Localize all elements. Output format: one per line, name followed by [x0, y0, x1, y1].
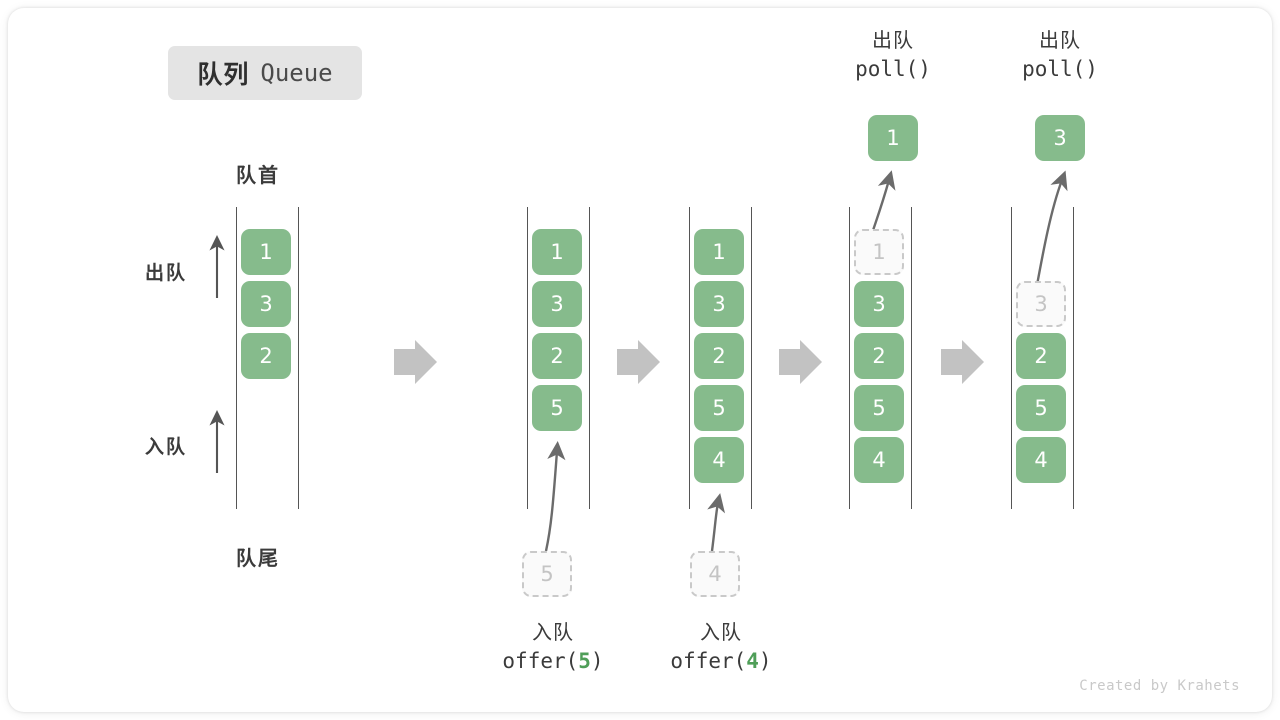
queue-cell-removed: 1	[854, 229, 904, 275]
dequeue-side-label: 出队	[145, 263, 188, 284]
queue-cell: 1	[241, 229, 291, 275]
queue-rail-right	[751, 207, 752, 509]
caption-code: poll()	[808, 55, 978, 84]
code-suffix: )	[918, 57, 931, 82]
code-suffix: )	[758, 649, 772, 674]
caption-offer-4: 入队 offer(4)	[636, 620, 806, 676]
queue-rail-left	[527, 207, 528, 509]
queue-rail-left	[1011, 207, 1012, 509]
queue-cell: 2	[532, 333, 582, 379]
code-prefix: offer(	[670, 649, 747, 674]
queue-cell: 5	[854, 385, 904, 431]
queue-tail-label: 队尾	[236, 548, 280, 570]
queue-cell: 1	[694, 229, 744, 275]
queue-column-poll-3: 3 2 5 4	[1011, 207, 1075, 509]
queue-rail-left	[849, 207, 850, 509]
queue-column-poll-1: 1 3 2 5 4	[849, 207, 913, 509]
caption-cn: 出队	[872, 30, 914, 52]
queue-cells: 1 3 2 5 4	[694, 229, 746, 489]
queue-cell: 5	[1016, 385, 1066, 431]
queue-cell: 2	[854, 333, 904, 379]
queue-cells: 1 3 2 5	[532, 229, 584, 437]
queue-cells: 3 2 5 4	[1016, 281, 1068, 489]
queue-cell: 4	[854, 437, 904, 483]
incoming-ghost-box: 5	[522, 551, 572, 597]
queue-cell: 2	[694, 333, 744, 379]
caption-code: offer(4)	[636, 647, 806, 676]
queue-cell: 3	[854, 281, 904, 327]
enqueue-side-label: 入队	[145, 437, 188, 458]
queue-cell: 5	[532, 385, 582, 431]
diagram-card	[8, 8, 1272, 712]
title-cn: 队列	[197, 61, 250, 89]
code-prefix: poll(	[1022, 57, 1086, 82]
caption-offer-5: 入队 offer(5)	[468, 620, 638, 676]
queue-cell: 4	[694, 437, 744, 483]
queue-rail-right	[589, 207, 590, 509]
queue-cell: 3	[694, 281, 744, 327]
queue-cell-removed: 3	[1016, 281, 1066, 327]
caption-poll-1: 出队 poll()	[808, 28, 978, 84]
code-arg: 4	[746, 649, 759, 674]
queue-cell: 2	[1016, 333, 1066, 379]
queue-cell: 5	[694, 385, 744, 431]
queue-cells: 1 3 2 5 4	[854, 229, 906, 489]
queue-cell: 2	[241, 333, 291, 379]
queue-cell: 3	[241, 281, 291, 327]
queue-cells: 1 3 2	[241, 229, 293, 385]
queue-head-label: 队首	[236, 165, 280, 187]
queue-rail-right	[1073, 207, 1074, 509]
caption-cn: 出队	[1039, 30, 1081, 52]
code-arg: 5	[578, 649, 591, 674]
caption-poll-3: 出队 poll()	[975, 28, 1145, 84]
code-suffix: )	[1085, 57, 1098, 82]
caption-code: offer(5)	[468, 647, 638, 676]
popped-value-box: 3	[1035, 115, 1085, 161]
code-prefix: offer(	[502, 649, 579, 674]
code-prefix: poll(	[855, 57, 919, 82]
queue-cell: 1	[532, 229, 582, 275]
popped-value-box: 1	[868, 115, 918, 161]
queue-column-initial: 1 3 2	[236, 207, 300, 509]
queue-rail-right	[911, 207, 912, 509]
queue-column-offer-4: 1 3 2 5 4	[689, 207, 753, 509]
title-badge: 队列 Queue	[168, 46, 362, 100]
incoming-ghost-box: 4	[690, 551, 740, 597]
caption-cn: 入队	[532, 622, 574, 644]
queue-rail-right	[298, 207, 299, 509]
queue-rail-left	[689, 207, 690, 509]
footer-credit: Created by Krahets	[1079, 678, 1240, 694]
queue-cell: 4	[1016, 437, 1066, 483]
title-en: Queue	[260, 59, 333, 87]
queue-cell: 3	[532, 281, 582, 327]
queue-column-offer-5: 1 3 2 5	[527, 207, 591, 509]
code-suffix: )	[590, 649, 604, 674]
caption-code: poll()	[975, 55, 1145, 84]
queue-rail-left	[236, 207, 237, 509]
caption-cn: 入队	[700, 622, 742, 644]
